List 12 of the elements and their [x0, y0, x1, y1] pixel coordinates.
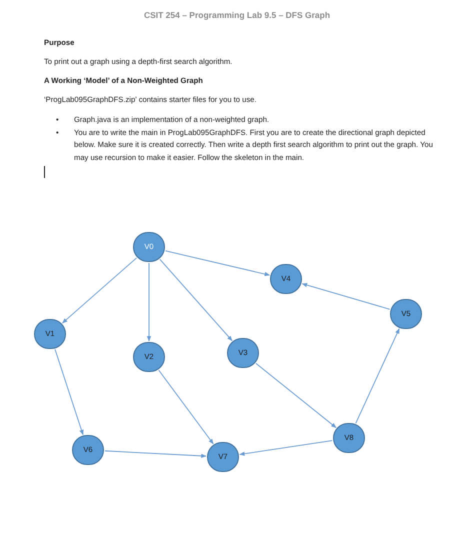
arrow — [158, 370, 214, 444]
arrow — [256, 362, 336, 428]
arrow — [62, 257, 138, 324]
arrow — [159, 258, 233, 342]
arrow — [165, 250, 270, 276]
arrow — [146, 262, 152, 342]
arrow — [302, 283, 390, 310]
arrow — [239, 440, 333, 456]
arrow — [355, 328, 400, 424]
page-title: CSIT 254 – Programming Lab 9.5 – DFS Graph — [144, 9, 330, 22]
arrow — [54, 348, 84, 436]
arrow — [104, 450, 207, 458]
